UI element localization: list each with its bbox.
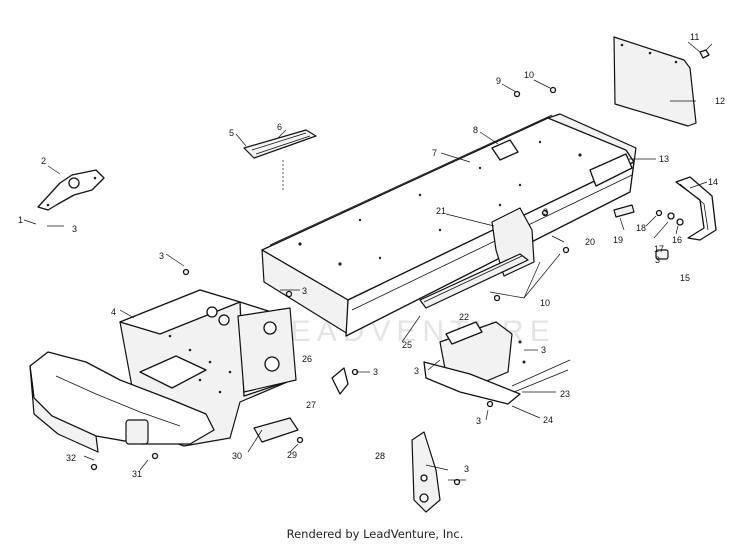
callout-3-b: 3: [159, 251, 164, 261]
callout-14: 14: [708, 177, 718, 187]
part-28-bracket: [411, 431, 441, 513]
callout-3-e: 3: [414, 366, 419, 376]
callout-13: 13: [659, 154, 669, 164]
callout-1: 1: [18, 215, 23, 225]
callout-17: 17: [654, 244, 664, 254]
callout-28: 28: [375, 451, 385, 461]
callout-3-f: 3: [541, 345, 546, 355]
part-30-plate: [253, 417, 299, 443]
callout-7: 7: [432, 148, 437, 158]
part-8-clip: [491, 139, 519, 161]
callout-21: 21: [436, 206, 446, 216]
callout-3-g: 3: [476, 416, 481, 426]
part-25-rail: [419, 253, 529, 309]
callout-29: 29: [287, 450, 297, 460]
callout-10-b: 10: [540, 298, 550, 308]
hardware-fasteners: [90, 86, 570, 486]
callout-30: 30: [232, 451, 242, 461]
callout-labels: 1 2 3 3 3 3 3 3 3 3 29 3 3 4 5 6 7 8 9 1…: [18, 32, 725, 479]
callout-3-i: 3: [543, 207, 548, 217]
callout-16: 16: [672, 235, 682, 245]
callout-3-c: 3: [302, 286, 307, 296]
part-14-tube-bar: [675, 176, 717, 241]
callout-12: 12: [715, 96, 725, 106]
callout-24: 24: [543, 415, 553, 425]
part-7-tunnel: [261, 113, 637, 337]
callout-5: 5: [229, 128, 234, 138]
callout-6: 6: [277, 122, 282, 132]
part-19-plate: [613, 204, 635, 218]
callout-18: 18: [636, 223, 646, 233]
callout-31: 31: [132, 469, 142, 479]
callout-leaders: [23, 41, 708, 481]
callout-9: 9: [496, 76, 501, 86]
callout-27: 27: [306, 400, 316, 410]
part-16-18-hardware: [655, 209, 684, 226]
callout-3-a: 3: [72, 224, 77, 234]
rendered-by-footer: Rendered by LeadVenture, Inc.: [286, 527, 464, 541]
callout-23: 23: [560, 389, 570, 399]
callout-25: 25: [402, 340, 412, 350]
part-27-bracket: [331, 367, 349, 395]
part-2-bracket: [37, 169, 105, 211]
part-26-side-plate: [237, 307, 297, 393]
callout-4: 4: [111, 307, 116, 317]
callout-3-j: 3: [655, 255, 660, 265]
callout-2: 2: [41, 156, 46, 166]
front-frame: [29, 351, 215, 453]
part-12-flap: [613, 36, 697, 127]
callout-15: 15: [680, 273, 690, 283]
part-6-traction-plate: [243, 129, 317, 192]
callout-20: 20: [585, 237, 595, 247]
part-15-cap: [655, 249, 669, 260]
callout-26: 26: [302, 354, 312, 364]
part-11-screw: [699, 43, 713, 59]
callout-10-a: 10: [524, 70, 534, 80]
callout-22: 22: [459, 312, 469, 322]
callout-8: 8: [473, 125, 478, 135]
callout-3-d: 3: [373, 367, 378, 377]
callout-19: 19: [613, 235, 623, 245]
callout-32: 32: [66, 453, 76, 463]
callout-3-h: 3: [464, 464, 469, 474]
callout-11: 11: [690, 32, 699, 42]
part-22-24-bracket-group: [423, 321, 571, 405]
